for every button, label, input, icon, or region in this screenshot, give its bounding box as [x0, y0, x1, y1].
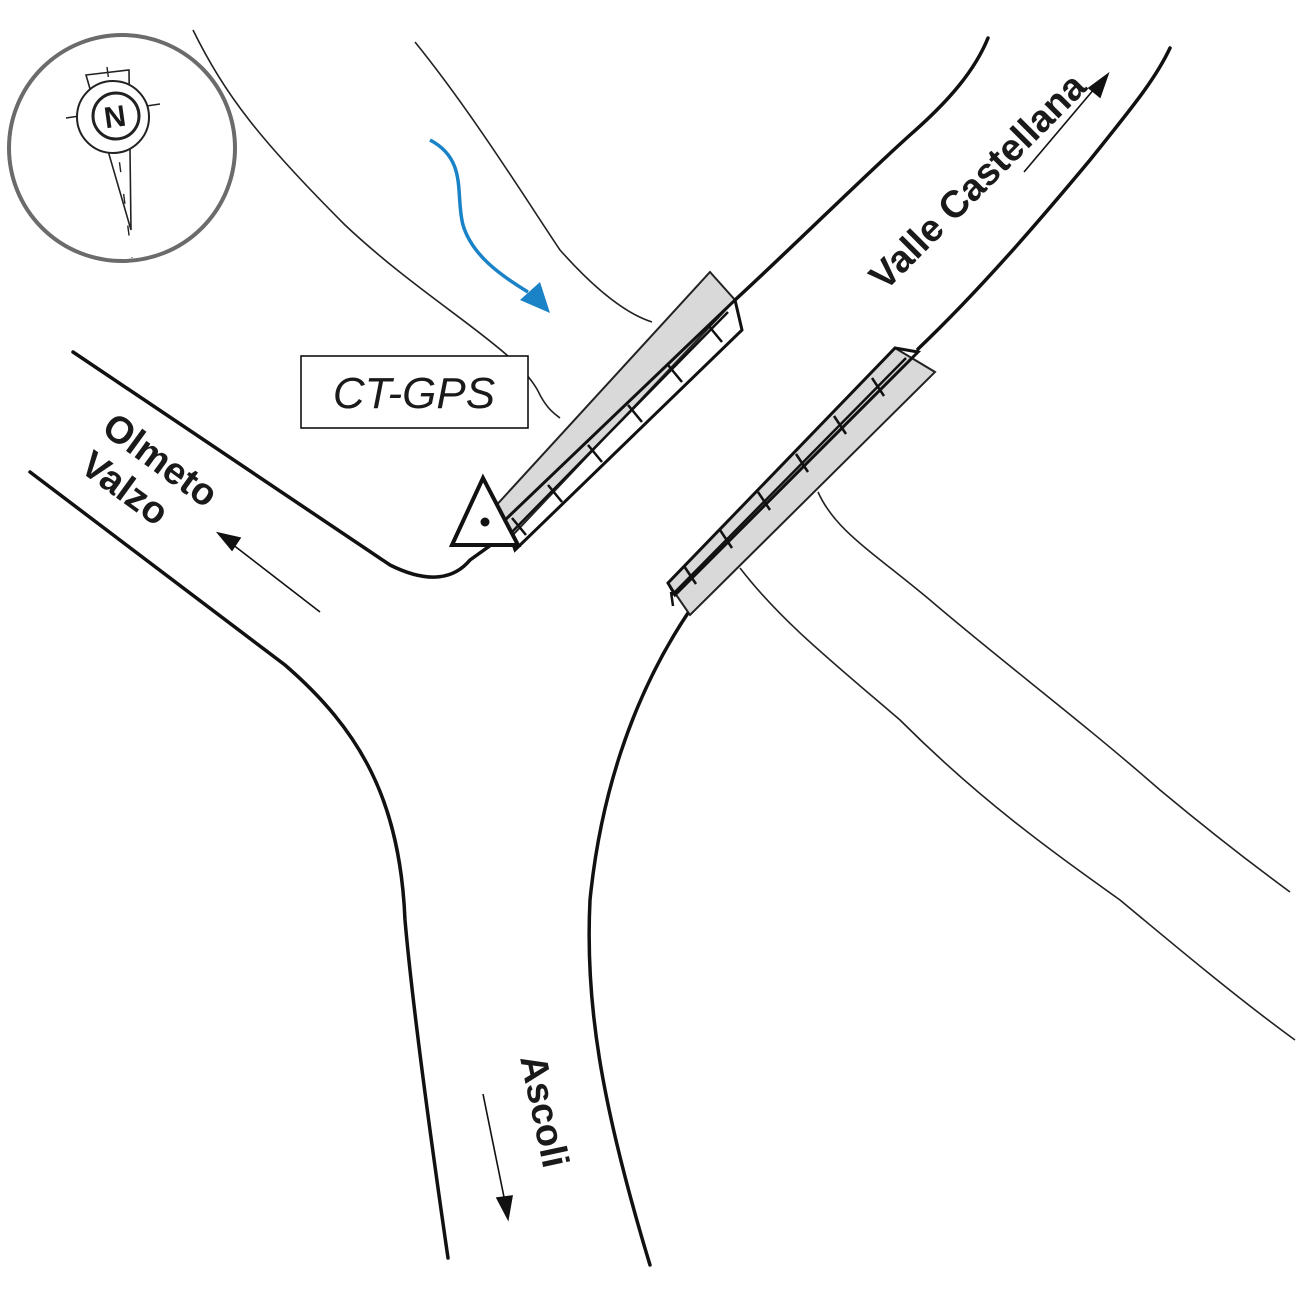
road-edge-valle-south [916, 46, 1172, 351]
stream-line-lower-right-b [739, 567, 1296, 1041]
station-label-box: CT-GPS [300, 355, 529, 429]
arrow-ascoli-icon [482, 1093, 513, 1222]
compass-north-label: N [102, 100, 128, 136]
stream-line-upper-left [192, 29, 561, 419]
road-edge-olmeto-north [71, 350, 507, 579]
stream-line-upper-right [414, 41, 653, 323]
station-label: CT-GPS [333, 369, 495, 418]
arrow-olmeto-icon [215, 531, 321, 613]
road-edge-olmeto-south [28, 470, 450, 1260]
label-ascoli: Ascoli [511, 1051, 576, 1171]
label-valle-castellana: Valle Castellana [862, 65, 1095, 298]
water-flow-arrow-icon [429, 138, 550, 313]
stream-line-lower-right-a [817, 491, 1291, 893]
bridge-right [666, 346, 937, 617]
bridge-left [490, 270, 744, 553]
compass-rose-icon: N [7, 33, 237, 263]
station-triangle-icon [448, 473, 522, 547]
road-edge-ascoli-east [587, 611, 690, 1267]
road-edge-valle-north [733, 36, 990, 302]
arrow-valle-castellana-icon [1023, 71, 1110, 173]
